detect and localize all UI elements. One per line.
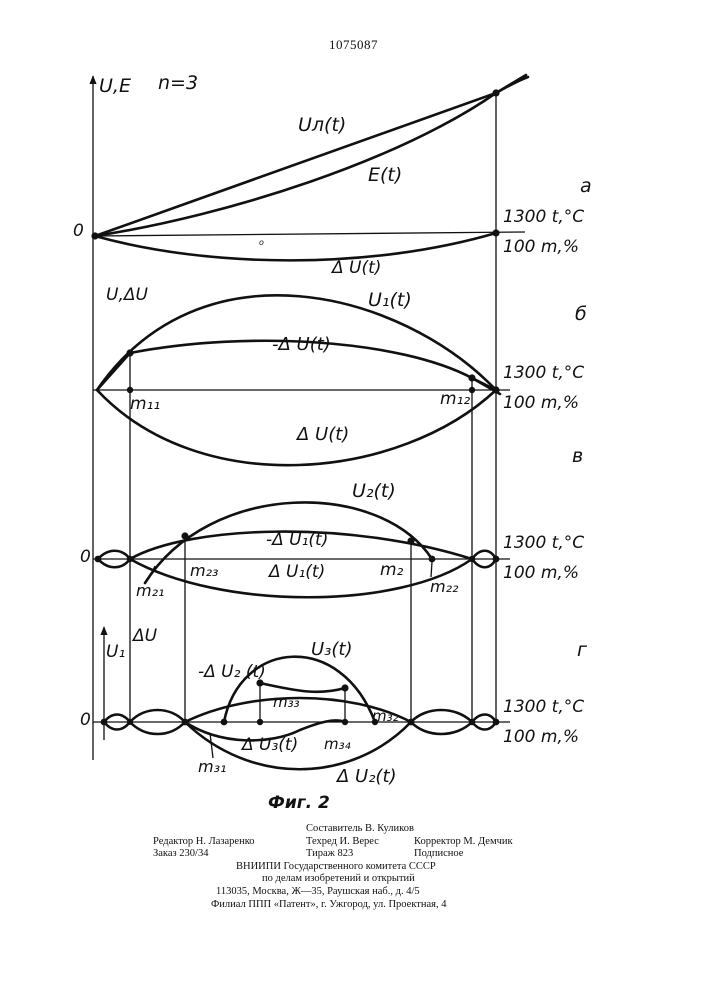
- figure-caption: Фиг. 2: [268, 793, 330, 813]
- imprint-subscription: Подписное: [414, 848, 463, 861]
- point-g-1: [127, 719, 133, 725]
- imprint-compiler: Составитель В. Куликов: [306, 823, 414, 836]
- label-neg-delta-u-b: -Δ U(t): [272, 334, 331, 355]
- label-t-axis-v: 1300 t,°C: [503, 533, 584, 553]
- panel-g: [93, 657, 510, 770]
- leader-m31: [210, 733, 213, 758]
- label-origin-a: 0: [73, 221, 84, 241]
- point-g-u3-start: [221, 719, 228, 726]
- label-delta-u-a: Δ U(t): [330, 258, 381, 278]
- label-t-axis-g: 1300 t,°C: [503, 697, 584, 717]
- label-panel-v: в: [572, 445, 583, 467]
- point-v-1: [127, 556, 133, 562]
- point-g-3: [469, 719, 475, 725]
- point-origin-v: [95, 556, 102, 563]
- label-t-axis-b: 1300 t,°C: [503, 363, 584, 383]
- point-m2-upper: [407, 537, 414, 544]
- point-m11-upper: [126, 349, 133, 356]
- label-delta-u2-g: Δ U₂(t): [335, 766, 397, 787]
- point-g-2: [408, 719, 415, 726]
- label-m12: m₁₂: [440, 389, 470, 409]
- label-m31: m₃₁: [198, 757, 226, 776]
- label-u3-g: U₃(t): [311, 639, 353, 660]
- point-end-a: [492, 229, 499, 236]
- leader-m22: [431, 562, 432, 577]
- label-neg-delta-u1-v: -Δ U₁(t): [266, 530, 328, 550]
- point-end-v: [493, 556, 500, 563]
- imprint-address: 113035, Москва, Ж—35, Раушская наб., д. …: [216, 886, 420, 899]
- label-m34: m₃₄: [324, 735, 351, 753]
- label-delta-u3-g: Δ U₃(t): [240, 735, 298, 755]
- label-m22: m₂₂: [430, 577, 459, 596]
- label-delta-u-b: Δ U(t): [295, 424, 349, 445]
- label-n: n=3: [158, 72, 198, 94]
- curve-m33-link: [260, 683, 345, 692]
- label-delta-u-g: ΔU: [131, 626, 158, 646]
- label-m11: m₁₁: [130, 394, 160, 414]
- label-e: E(t): [368, 164, 402, 186]
- label-m33: m₃₃: [273, 693, 300, 711]
- label-panel-b: б: [575, 303, 587, 325]
- imprint-editor: Редактор Н. Лазаренко: [153, 836, 255, 849]
- label-center-a: о: [259, 238, 264, 247]
- panel-a-axis: [93, 232, 525, 236]
- point-end-b: [492, 386, 499, 393]
- label-t-axis-a: 1300 t,°C: [503, 207, 584, 227]
- point-origin-g: [101, 719, 108, 726]
- point-m31: [182, 719, 189, 726]
- curve-delta-u-a: [95, 233, 496, 260]
- label-m-axis-b: 100 m,%: [503, 393, 579, 413]
- label-y-axis-a: U,E: [99, 75, 131, 97]
- point-m34: [342, 719, 348, 725]
- label-neg-delta-u2-g: -Δ U₂ (t): [198, 662, 266, 682]
- point-m12-upper: [468, 374, 475, 381]
- label-u1-g: U₁: [106, 642, 125, 662]
- point-m23-upper: [181, 532, 188, 539]
- label-u1-b: U₁(t): [368, 289, 412, 311]
- panel-a: [91, 75, 528, 260]
- point-origin-a: [91, 232, 98, 239]
- label-panel-g: г: [577, 639, 588, 661]
- label-origin-g: 0: [80, 710, 91, 730]
- label-m-axis-v: 100 m,%: [503, 563, 579, 583]
- imprint-org1: ВНИИПИ Государственного комитета СССР: [236, 861, 436, 874]
- label-m23: m₂₃: [190, 561, 218, 580]
- point-m11: [127, 387, 133, 393]
- point-end-g: [493, 719, 500, 726]
- imprint-org2: по делам изобретений и открытий: [262, 873, 415, 886]
- imprint-circulation: Тираж 823: [306, 848, 353, 861]
- label-ul: Uл(t): [298, 114, 346, 136]
- label-u2-v: U₂(t): [352, 480, 396, 502]
- label-m-axis-g: 100 m,%: [503, 727, 579, 747]
- label-origin-v: 0: [80, 547, 91, 567]
- label-y-axis-b: U,ΔU: [106, 285, 148, 305]
- imprint-corrector: Корректор М. Демчик: [414, 836, 513, 849]
- label-m-axis-a: 100 m,%: [503, 237, 579, 257]
- imprint-branch: Филиал ППП «Патент», г. Ужгород, ул. Про…: [211, 899, 446, 912]
- label-delta-u1-v: Δ U₁(t): [267, 562, 325, 582]
- point-v-2: [469, 556, 475, 562]
- label-m32: m₃₂: [372, 707, 399, 725]
- point-m22: [429, 556, 436, 563]
- label-m2: m₂: [380, 560, 404, 580]
- point-m33-right: [341, 684, 348, 691]
- point-m33-axis: [257, 719, 263, 725]
- imprint-order: Заказ 230/34: [153, 848, 208, 861]
- label-m21: m₂₁: [136, 581, 164, 600]
- label-panel-a: а: [580, 175, 592, 197]
- curve-ul: [95, 75, 526, 236]
- imprint-techred: Техред И. Верес: [306, 836, 379, 849]
- point-intersection-a: [492, 89, 499, 96]
